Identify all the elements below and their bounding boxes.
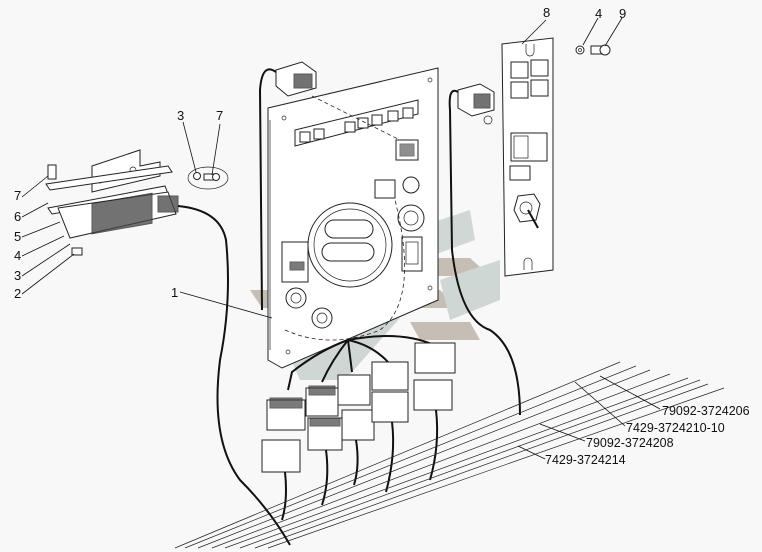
- callout-4-side: 4: [595, 6, 602, 21]
- callout-3-left: 3: [14, 268, 21, 283]
- indicator-switch-row: [294, 99, 419, 147]
- connector-bank: [261, 335, 456, 521]
- callout-6: 6: [14, 209, 21, 224]
- watermark-stripe-tan-3: [410, 322, 480, 340]
- nut-3: [193, 172, 201, 180]
- callout-4-left: 4: [14, 248, 21, 263]
- toggle-switch: [513, 193, 541, 223]
- lower-knob-right: [311, 307, 333, 329]
- fastener-group: [187, 166, 229, 190]
- washer-4-side: [575, 45, 585, 55]
- rotary-knob-right: [397, 204, 425, 232]
- leader-lines: [21, 17, 661, 460]
- part-number-3: 79092-3724208: [586, 436, 674, 450]
- connector-upper-row: [266, 342, 456, 431]
- nut-2: [71, 247, 83, 256]
- part-number-1: 79092-3724206: [662, 404, 750, 418]
- part-number-labels: 79092-3724206 7429-3724210-10 79092-3724…: [545, 404, 750, 467]
- callout-9: 9: [619, 6, 626, 21]
- lower-knob-left: [285, 287, 307, 309]
- side-rocker-switch: [510, 132, 548, 162]
- rocker-switch-right: [401, 236, 423, 272]
- part-number-4: 7429-3724214: [545, 453, 626, 467]
- round-indicator-lamp: [402, 176, 420, 194]
- side-connector: [448, 83, 521, 416]
- callout-8: 8: [543, 5, 550, 20]
- callout-labels: 7 6 5 4 3 2 3 7 1 8 4 9: [14, 5, 626, 301]
- combination-gauge: [307, 202, 393, 288]
- connector-lower-row: [261, 391, 409, 473]
- callout-7-fastener: 7: [216, 108, 223, 123]
- callout-2: 2: [14, 286, 21, 301]
- harness-tubes: [174, 361, 725, 549]
- callout-3-fastener: 3: [177, 108, 184, 123]
- side-fasteners: [575, 44, 611, 56]
- callout-7-left: 7: [14, 188, 21, 203]
- gauge-connector: [374, 179, 396, 199]
- part-number-2: 7429-3724210-10: [626, 421, 725, 435]
- side-switch-panel: [501, 37, 554, 277]
- panel-connector-top: [258, 61, 317, 311]
- callout-5: 5: [14, 229, 21, 244]
- fuse-block-assembly: [45, 149, 291, 546]
- callout-1-harness: 1: [171, 285, 178, 300]
- screw-7-left: [47, 164, 57, 180]
- main-instrument-panel: [267, 67, 439, 369]
